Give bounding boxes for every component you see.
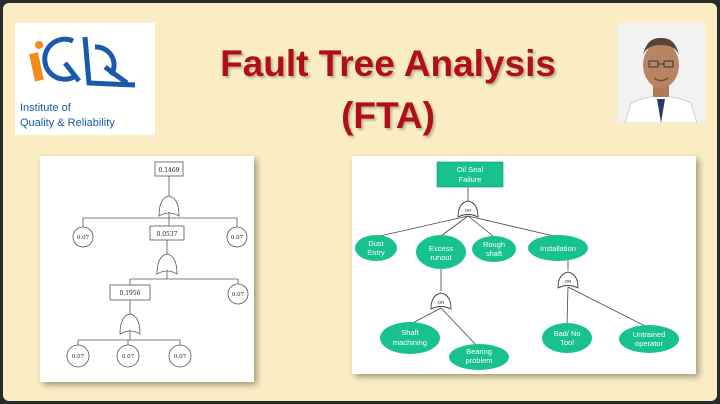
oil-seal-fault-tree-panel: OR OR OR Oil Seal Failure Dust Entry Exc… <box>352 156 696 374</box>
svg-text:OR: OR <box>438 300 446 305</box>
svg-text:shaft: shaft <box>486 249 503 258</box>
svg-text:operator: operator <box>635 339 663 348</box>
svg-text:0.07: 0.07 <box>232 292 245 298</box>
or-gate-installation <box>557 271 579 289</box>
basic-event-bottom-2 <box>116 344 140 368</box>
svg-text:Excess: Excess <box>429 244 453 253</box>
svg-text:Untrained: Untrained <box>633 330 666 339</box>
svg-text:Bad/ No: Bad/ No <box>553 329 580 338</box>
svg-text:Failure: Failure <box>459 175 482 184</box>
or-gate-runout <box>430 292 452 310</box>
iqr-logo-mark <box>29 36 136 88</box>
node-untrained-operator <box>619 325 679 353</box>
svg-text:Tool: Tool <box>560 338 574 347</box>
svg-text:0.07: 0.07 <box>77 235 90 241</box>
logo-text-line1: Institute of <box>20 102 71 114</box>
node-bearing-problem <box>449 344 509 370</box>
numeric-fault-tree: 0.1469 0.07 0.07 0.0537 0.07 0.1956 <box>66 161 249 368</box>
svg-text:Installation: Installation <box>540 244 576 253</box>
node-dust-entry <box>355 235 397 261</box>
svg-text:0.07: 0.07 <box>231 235 244 241</box>
node-rough-shaft <box>472 236 516 262</box>
svg-text:Dust: Dust <box>368 239 384 248</box>
numeric-fault-tree-panel: 0.1469 0.07 0.07 0.0537 0.07 0.1956 <box>40 156 254 382</box>
node-shaft-machining <box>380 322 440 354</box>
svg-text:OR: OR <box>565 279 573 284</box>
iqr-logo: Institute of Quality & Reliability <box>15 23 155 135</box>
svg-text:0.07: 0.07 <box>72 354 85 360</box>
svg-text:Oil Seal: Oil Seal <box>457 165 484 174</box>
svg-text:problem: problem <box>465 356 492 365</box>
presenter-photo <box>617 23 705 123</box>
slide: Institute of Quality & Reliability Fault… <box>3 3 717 401</box>
svg-text:0.0537: 0.0537 <box>157 231 178 238</box>
node-installation <box>528 235 588 261</box>
svg-text:Rough: Rough <box>483 240 505 249</box>
slide-subtitle: (FTA) <box>341 95 435 136</box>
basic-event-right-top <box>226 226 248 248</box>
slide-title: Fault Tree Analysis <box>220 43 556 84</box>
svg-text:runout: runout <box>430 253 452 262</box>
basic-event-left-top <box>72 226 94 248</box>
svg-text:OR: OR <box>465 208 473 213</box>
top-event-value: 0.1469 <box>159 167 180 174</box>
basic-event-bottom-3 <box>168 344 192 368</box>
svg-text:Bearing: Bearing <box>466 347 492 356</box>
basic-event-right-mid <box>227 283 249 305</box>
basic-event-bottom-1 <box>66 344 90 368</box>
svg-text:Shaft: Shaft <box>401 328 419 337</box>
svg-text:Entry: Entry <box>367 248 385 257</box>
node-excess-runout <box>416 235 466 269</box>
svg-text:0.1956: 0.1956 <box>120 290 141 297</box>
node-bad-no-tool <box>542 323 592 353</box>
svg-text:0.07: 0.07 <box>174 354 187 360</box>
or-gate-top <box>457 200 479 218</box>
svg-text:0.07: 0.07 <box>122 354 135 360</box>
svg-text:machining: machining <box>393 338 427 347</box>
top-event-oil-seal-failure <box>436 161 504 188</box>
logo-text-line2: Quality & Reliability <box>20 117 115 129</box>
oil-seal-fault-tree: OR OR OR Oil Seal Failure Dust Entry Exc… <box>355 161 679 370</box>
